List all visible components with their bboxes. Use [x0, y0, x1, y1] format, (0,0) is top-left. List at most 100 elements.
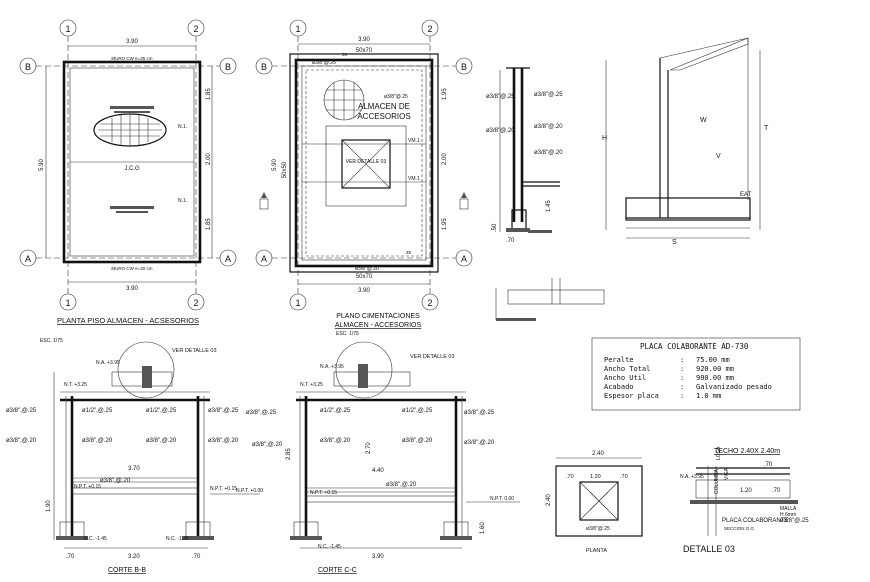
axis-2-top: 2: [193, 24, 198, 34]
axis-1-top: 1: [65, 24, 70, 34]
dim-r1-2: 1.95: [442, 88, 448, 100]
placa-row-key: Ancho Total: [604, 365, 650, 373]
corte-c-title: CORTE C-C: [318, 567, 357, 574]
col-rebar-3: ø3/8"@.20: [534, 150, 563, 156]
dim-top-2: 3.90: [358, 37, 370, 43]
wall-label-h: H: [602, 135, 607, 142]
dim-b-70b: .70: [192, 554, 201, 560]
na-detalle: N.A. +3.95: [680, 474, 704, 480]
dim-r2: 2.00: [206, 153, 212, 165]
axis-1-bottom-2: 1: [295, 298, 300, 308]
bot-rebar-b: ø3/8",@.20: [100, 478, 131, 484]
room-label-1: ALMACEN DE: [358, 102, 410, 111]
axis-b-left-2: B: [261, 62, 267, 72]
axis-2-top-2: 2: [427, 24, 432, 34]
placa-row-key: Acabado: [604, 383, 634, 391]
jcg-label: J.C.G: [124, 166, 140, 172]
dim-bottom-2: 3.90: [358, 288, 370, 294]
plan2-title-1: PLANO CIMENTACIONES: [336, 313, 420, 320]
dim-b-70a: .70: [66, 554, 75, 560]
techo-label: TECHO 2.40X 2.40m: [714, 448, 780, 455]
wall-label-s: S: [672, 239, 677, 246]
foundation-plan: 1 2 1 2 B B A A 3.90 50x70 50x70 3.90 5.…: [255, 19, 473, 337]
dim-c-390: 3.90: [372, 554, 384, 560]
rebar-b-c4: ø3/8",@.20: [146, 438, 177, 444]
planta-h: 2.40: [546, 494, 552, 506]
nt-b: N.T. +3.25: [64, 382, 87, 388]
section-c-c: VER DETALLE 03 N.A. +3.95 N.T. +3.25 ø3/…: [246, 341, 520, 574]
planta-70: .70: [566, 474, 574, 480]
rebar-2: ø3/8"@.25: [384, 94, 408, 100]
ver-detalle-plan: VER DETALLE 03: [346, 159, 387, 165]
col-rebar-1: ø3/8"@.25: [534, 92, 563, 98]
npt2-c: N.P.T. 0.00: [490, 496, 514, 502]
footing-bottom: 50x70: [356, 274, 373, 280]
axis-1-top-2: 1: [295, 24, 300, 34]
nc1-c: N.C. -1.45: [318, 544, 341, 550]
axis-2-bottom: 2: [193, 298, 198, 308]
dim-r3-2: 1.95: [442, 218, 448, 230]
dim-r2-2: 2.00: [442, 153, 448, 165]
nc2-b: N.C. -1.45: [166, 536, 189, 542]
column-detail: ø3/8"@.25 ø3/8"@.20 ø3/8"@.20 ø3/8"@.25 …: [486, 67, 605, 321]
dim-r1: 1.85: [206, 88, 212, 100]
rebar-3: ø3/8"@.20: [355, 266, 379, 272]
vm1-b: VM.1: [408, 176, 420, 182]
floor-plan: 1 2 1 2 B B A A 3.90 3.90 5.90 1.85 2.00…: [19, 19, 237, 325]
viga-label: VIGA: [724, 467, 730, 480]
rebar-c-r1: ø3/8",@.25: [464, 410, 495, 416]
rebar-b-c2: ø1/2",@.25: [146, 408, 177, 414]
placa-row-val: Galvanizado pesado: [696, 383, 772, 391]
n1-label-a: N.1.: [178, 124, 187, 130]
rebar-c-r2: ø3/8",@.20: [464, 440, 495, 446]
rebar-b-c3: ø3/8",@.20: [82, 438, 113, 444]
placa-title: PLACA COLABORANTE AD-730: [640, 342, 749, 351]
wall-top-label: MURO CW e=25 cm: [111, 56, 152, 61]
footing-top: 50x70: [356, 48, 373, 54]
detalle-70: .70: [764, 462, 773, 468]
npt2-b: N.P.T. +0.15: [210, 486, 237, 492]
na-b: N.A. +3.95: [96, 360, 120, 366]
dim-left-2: 5.90: [272, 159, 278, 171]
na-c: N.A. +3.95: [320, 364, 344, 370]
detalle-120: 1.20: [740, 488, 752, 494]
svg-text::: :: [680, 365, 684, 373]
detail-03: TECHO 2.40X 2.40m N.A. +3.95 LOSA COLUMN…: [680, 446, 809, 554]
plan2-title-2: ALMACEN - ACCESORIOS: [335, 322, 422, 329]
rebar-c-c2: ø1/2",@.25: [402, 408, 433, 414]
planta-w: 2.40: [592, 451, 604, 457]
placa-label: PLACA COLABORANTE: [722, 518, 788, 524]
dim-left-2b: 50x50: [282, 161, 288, 178]
col-rebar-2: ø3/8"@.20: [534, 124, 563, 130]
losa-label: LOSA: [716, 446, 722, 460]
planta-70b: .70: [620, 474, 628, 480]
npt-b: N.P.T. +0.15: [74, 484, 101, 490]
wall-label-t: T: [764, 125, 769, 132]
corte-b-title: CORTE B-B: [108, 567, 146, 574]
wall-bottom-label: MURO CW e=20 cm: [111, 266, 152, 271]
malla-1: MALLA: [780, 506, 797, 512]
ver-detalle-b: VER DETALLE 03: [172, 348, 217, 354]
dim-b-h: 1.90: [46, 500, 52, 512]
vm1-a: VM.1: [408, 138, 420, 144]
rebar-b-c1: ø1/2",@.25: [82, 408, 113, 414]
columna-label: COLUMNA: [714, 468, 720, 494]
wall-section: H T V W S EAT: [602, 37, 769, 246]
svg-text::: :: [680, 356, 684, 364]
n1-label-b: N.1.: [178, 198, 187, 204]
wall-label-v: V: [716, 153, 721, 160]
ver-detalle-c: VER DETALLE 03: [410, 354, 455, 360]
dim-top: 3.90: [126, 39, 138, 45]
col-dim-1: 1.45: [546, 200, 552, 212]
col-dim-2: .70: [506, 238, 515, 244]
npt3-b: N.P.T. +0.00: [236, 488, 263, 494]
col-rebar-1b: ø3/8"@.25: [486, 94, 515, 100]
dim-b-320: 3.20: [128, 554, 140, 560]
dim-35b: 35: [406, 250, 412, 255]
planta-title: PLANTA: [586, 548, 607, 554]
axis-a-left-2: A: [261, 254, 267, 264]
placa-spec-table: PLACA COLABORANTE AD-730 Peralte : 75.00…: [591, 337, 801, 411]
svg-text::: :: [680, 374, 684, 382]
svg-text::: :: [680, 392, 684, 400]
